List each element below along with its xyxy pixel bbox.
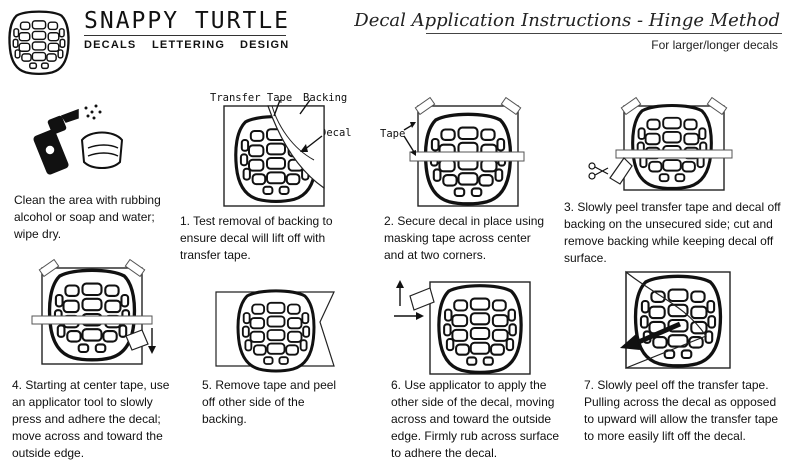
step-2-illustration xyxy=(403,96,525,207)
brand-tagline-decals: DECALS xyxy=(84,39,137,51)
step-4-illustration xyxy=(31,258,156,365)
step-1-caption: 1. Test removal of backing to ensure dec… xyxy=(180,214,333,262)
label-transfer-tape: Transfer Tape xyxy=(210,92,293,104)
label-decal: Decal xyxy=(320,127,352,139)
step-3-illustration xyxy=(588,96,733,191)
label-tape: Tape xyxy=(380,128,406,140)
step-3-caption: 3. Slowly peel transfer tape and decal o… xyxy=(564,200,781,265)
step-clean-caption: Clean the area with rubbing alcohol or s… xyxy=(14,193,161,241)
label-backing: Backing xyxy=(303,92,348,104)
logo-turtle-shell-icon xyxy=(8,10,70,76)
step-7-illustration xyxy=(620,270,731,369)
step-7-caption: 7. Slowly peel off the transfer tape. Pu… xyxy=(584,378,779,443)
title-divider xyxy=(426,33,782,34)
document-subtitle: For larger/longer decals xyxy=(651,38,778,52)
step-2-caption: 2. Secure decal in place using masking t… xyxy=(384,214,545,262)
step-6-caption: 6. Use applicator to apply the other sid… xyxy=(391,378,560,460)
brand-divider xyxy=(84,35,286,36)
step-1-illustration xyxy=(223,99,325,207)
brand-tagline-design: DESIGN xyxy=(240,39,290,51)
brand-name: SNAPPY TURTLE xyxy=(84,8,291,34)
step-5-caption: 5. Remove tape and peel off other side o… xyxy=(202,378,337,426)
document-title: Decal Application Instructions - Hinge M… xyxy=(354,10,780,31)
scissors-icon xyxy=(588,162,609,180)
step-6-illustration xyxy=(394,280,531,375)
brand-tagline-lettering: LETTERING xyxy=(152,39,226,51)
step-4-caption: 4. Starting at center tape, use an appli… xyxy=(12,378,170,460)
spray-bottle-and-cloth-icon xyxy=(33,104,124,175)
step-5-illustration xyxy=(215,289,335,373)
